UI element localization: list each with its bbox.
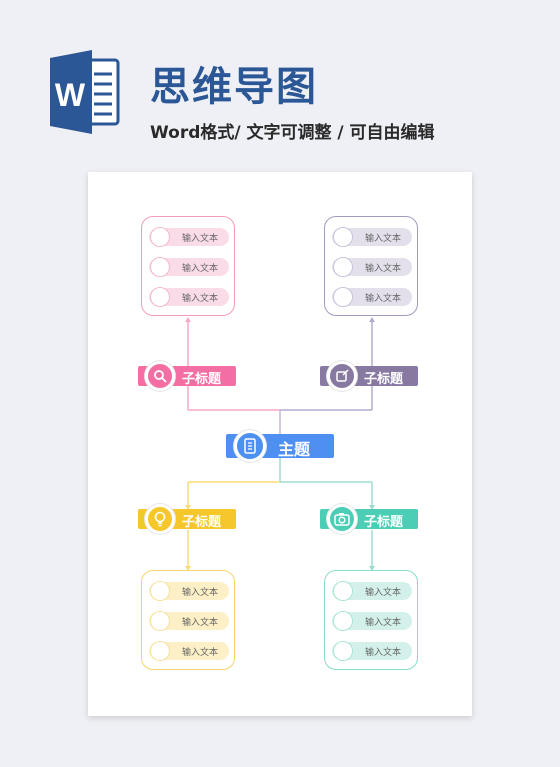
list-item[interactable]: 输入文本 <box>149 611 229 631</box>
list-item[interactable]: 输入文本 <box>149 257 229 277</box>
list-item[interactable]: 输入文本 <box>332 257 412 277</box>
branch-box-yellow: 输入文本 输入文本 输入文本 <box>141 570 235 670</box>
list-item[interactable]: 输入文本 <box>332 581 412 601</box>
page-subtitle: Word格式/ 文字可调整 / 可自由编辑 <box>150 123 435 143</box>
camera-icon <box>327 504 357 534</box>
document-icon <box>234 430 266 462</box>
list-item[interactable]: 输入文本 <box>149 641 229 661</box>
logo-letter: W <box>55 77 86 113</box>
word-logo-icon: W <box>50 50 120 134</box>
list-item[interactable]: 输入文本 <box>149 227 229 247</box>
list-item[interactable]: 输入文本 <box>332 641 412 661</box>
list-item[interactable]: 输入文本 <box>149 287 229 307</box>
header: W 思维导图 Word格式/ 文字可调整 / 可自由编辑 <box>0 0 560 160</box>
branch-box-purple: 输入文本 输入文本 输入文本 <box>324 216 418 316</box>
list-item[interactable]: 输入文本 <box>149 581 229 601</box>
lightbulb-icon <box>145 504 175 534</box>
search-icon <box>145 361 175 391</box>
mindmap-paper: 输入文本 输入文本 输入文本 输入文本 输入文本 输入文本 子标题 <box>88 172 472 716</box>
list-item[interactable]: 输入文本 <box>332 227 412 247</box>
list-item[interactable]: 输入文本 <box>332 611 412 631</box>
connector-lines <box>185 317 375 571</box>
branch-box-teal: 输入文本 输入文本 输入文本 <box>324 570 418 670</box>
branch-box-pink: 输入文本 输入文本 输入文本 <box>141 216 235 316</box>
edit-icon <box>327 361 357 391</box>
page-title: 思维导图 <box>150 64 318 110</box>
list-item[interactable]: 输入文本 <box>332 287 412 307</box>
